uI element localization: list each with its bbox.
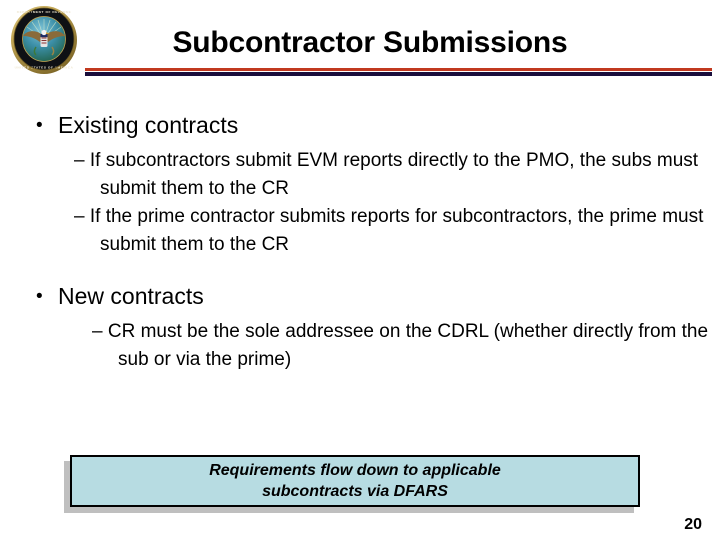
- bullet-group-new-contracts: • New contracts – CR must be the sole ad…: [0, 281, 720, 374]
- dash-marker-icon: –: [74, 150, 85, 171]
- spacer: [0, 259, 720, 281]
- bullet-marker-icon: •: [36, 115, 43, 136]
- slide-body: • Existing contracts – If subcontractors…: [0, 110, 720, 374]
- sub-bullet-subs-direct-to-pmo: – If subcontractors submit EVM reports d…: [0, 147, 720, 203]
- svg-text:DEPARTMENT OF DEFENSE: DEPARTMENT OF DEFENSE: [17, 10, 71, 14]
- slide-header: DEPARTMENT OF DEFENSE UNITED STATES OF A…: [0, 0, 720, 86]
- page-title: Subcontractor Submissions: [172, 26, 568, 59]
- dod-seal-icon: DEPARTMENT OF DEFENSE UNITED STATES OF A…: [8, 3, 80, 75]
- callout-text-line2: subcontracts via DFARS: [262, 483, 448, 500]
- header-rule-red: [85, 68, 712, 71]
- sub-bullet-text: CR must be the sole addressee on the CDR…: [107, 321, 709, 370]
- dash-marker-icon: –: [92, 321, 103, 342]
- bullet-new-contracts: • New contracts: [0, 281, 720, 312]
- callout-panel: Requirements flow down to applicable sub…: [70, 455, 640, 507]
- sub-bullet-text: If subcontractors submit EVM reports dir…: [89, 150, 699, 199]
- sub-bullet-text: If the prime contractor submits reports …: [89, 206, 704, 255]
- bullet-group-existing-contracts: • Existing contracts – If subcontractors…: [0, 110, 720, 259]
- header-rule-navy: [85, 72, 712, 76]
- dash-marker-icon: –: [74, 206, 85, 227]
- sub-bullet-cr-sole-addressee: – CR must be the sole addressee on the C…: [0, 318, 720, 374]
- callout-box: Requirements flow down to applicable sub…: [64, 455, 640, 513]
- sub-bullet-prime-submits: – If the prime contractor submits report…: [0, 203, 720, 259]
- svg-text:UNITED STATES OF AMERICA: UNITED STATES OF AMERICA: [15, 66, 74, 70]
- bullet-text: New contracts: [58, 283, 204, 309]
- bullet-existing-contracts: • Existing contracts: [0, 110, 720, 141]
- bullet-marker-icon: •: [36, 286, 43, 307]
- bullet-text: Existing contracts: [58, 112, 239, 138]
- page-number: 20: [684, 516, 702, 533]
- callout-text-line1: Requirements flow down to applicable: [209, 462, 501, 479]
